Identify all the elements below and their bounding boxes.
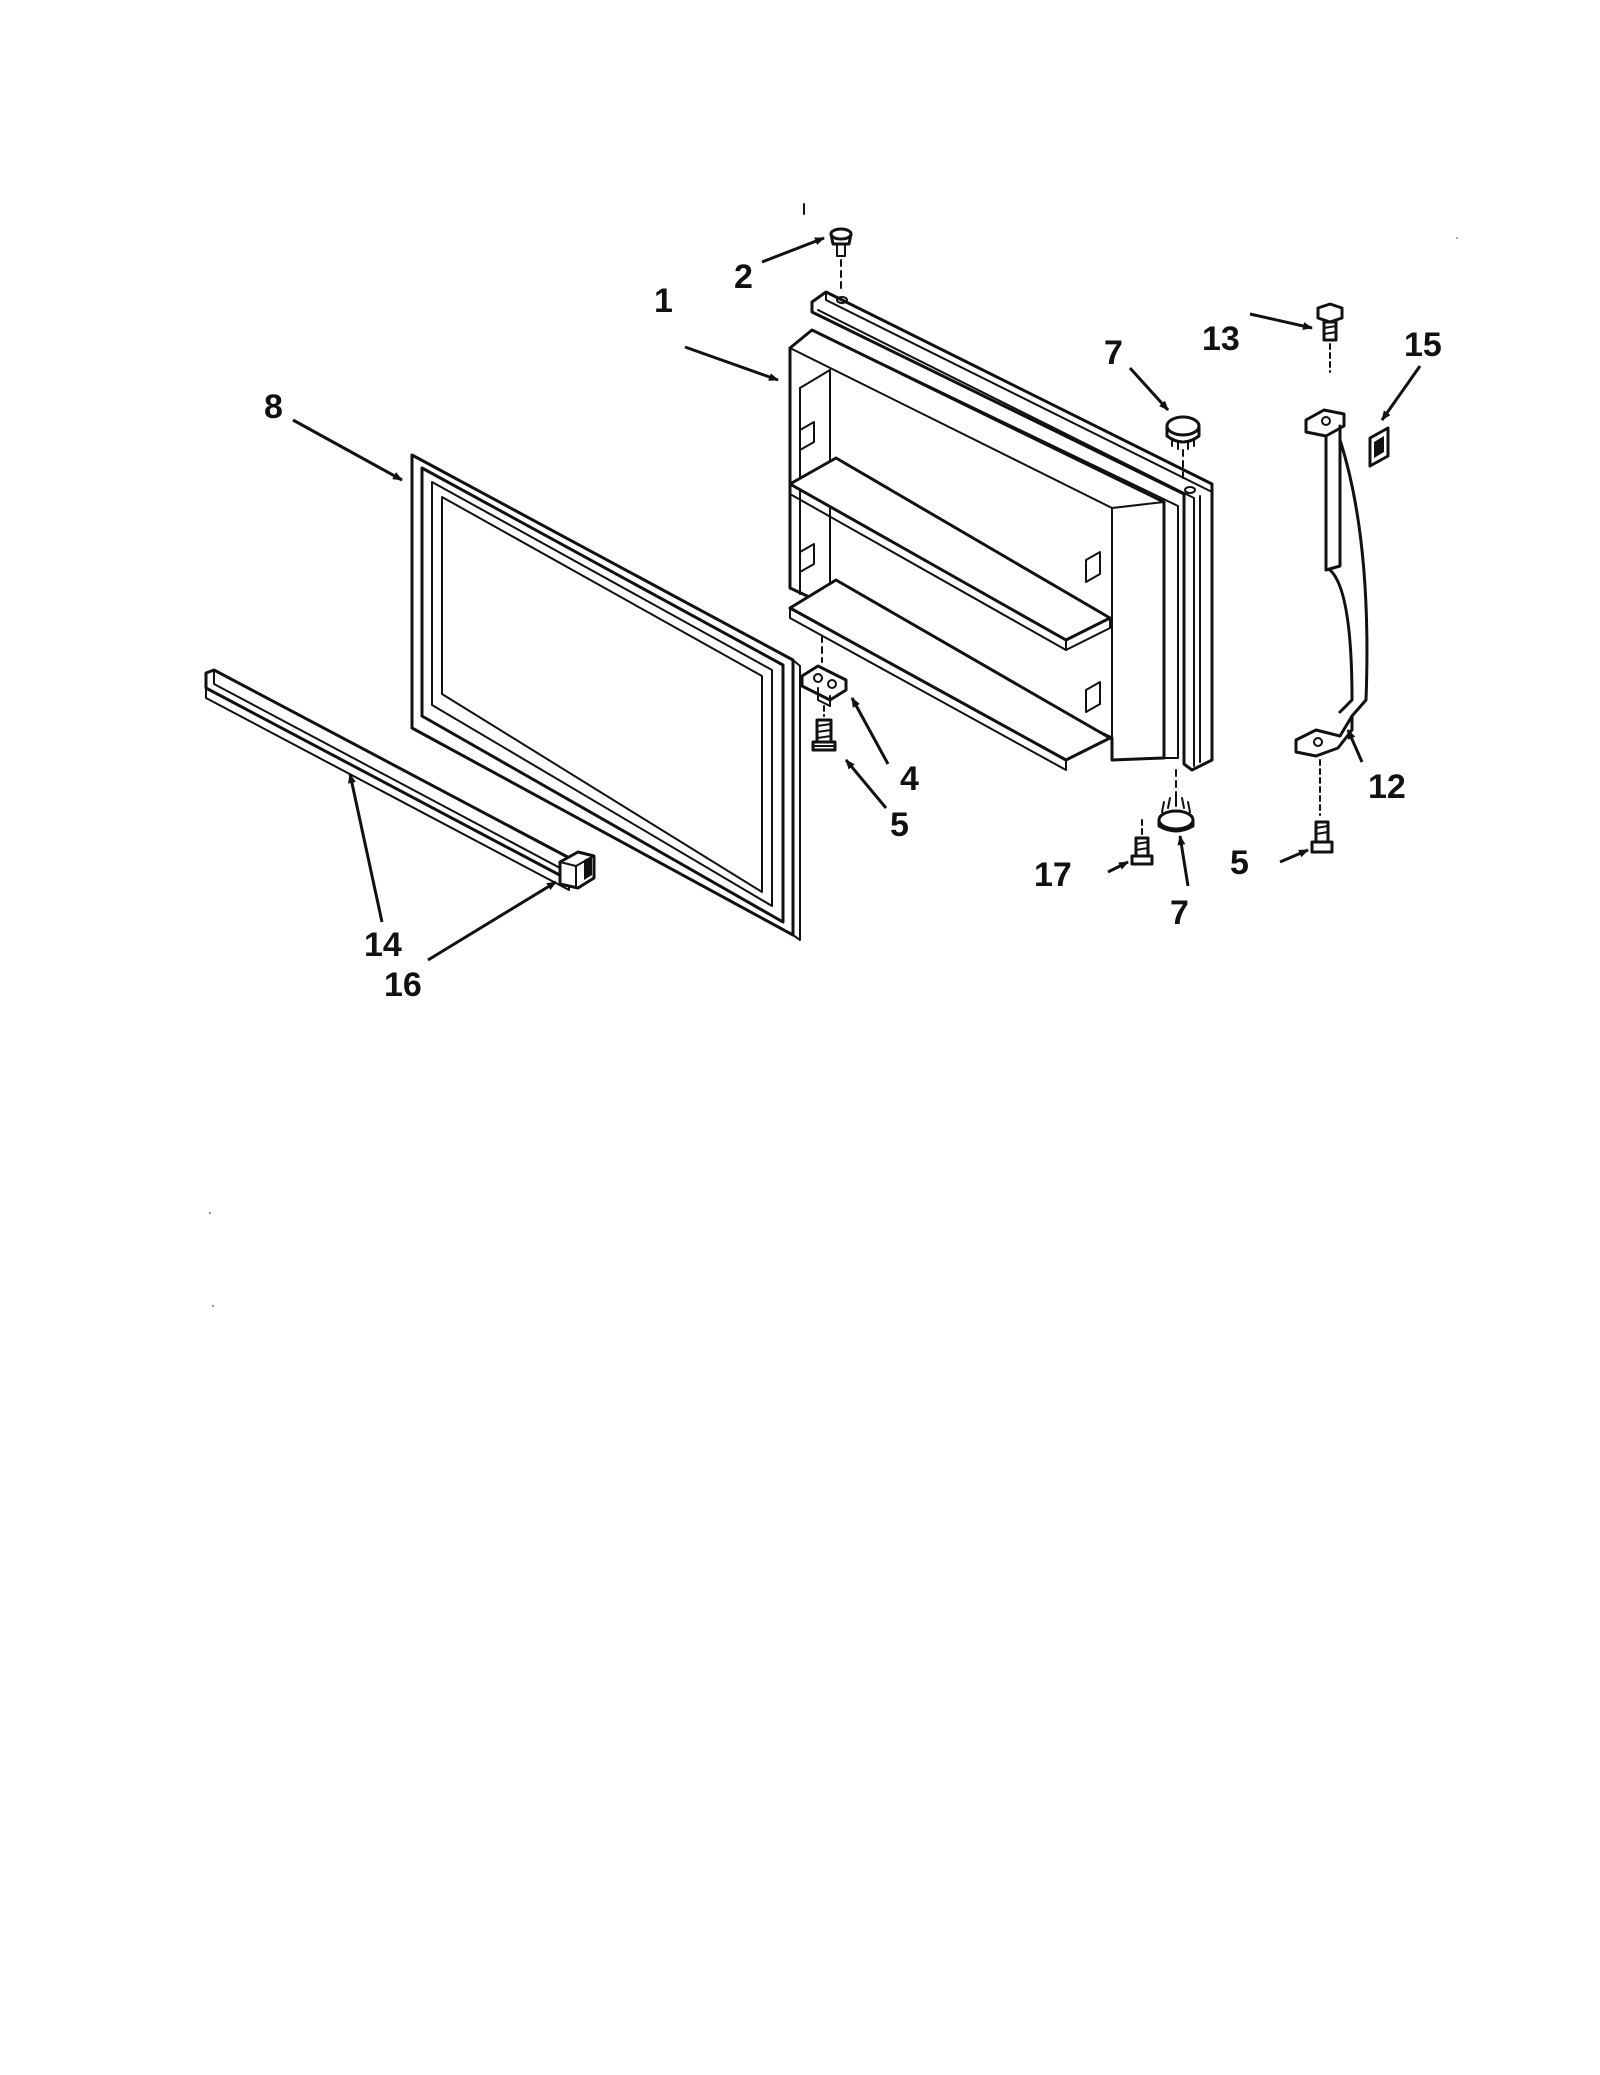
leader-17 xyxy=(1107,860,1129,874)
plug-button-upper-part xyxy=(1165,415,1201,481)
callout-13: 13 xyxy=(1202,320,1240,358)
callout-15: 15 xyxy=(1404,326,1442,364)
leader-5-right xyxy=(1279,848,1309,864)
leader-7-upper xyxy=(1128,366,1170,412)
callout-4: 4 xyxy=(900,760,919,798)
callout-1: 1 xyxy=(654,282,673,320)
leader-12 xyxy=(1346,729,1364,763)
handle-pad-part xyxy=(1368,426,1390,468)
end-cap-part xyxy=(558,850,596,890)
callout-14: 14 xyxy=(364,926,402,964)
door-assembly-part xyxy=(788,290,1214,772)
screw-right-part xyxy=(1310,820,1334,854)
callout-12: 12 xyxy=(1368,768,1406,806)
leader-lines xyxy=(292,236,1422,962)
leader-15 xyxy=(1380,365,1422,421)
door-pin-part xyxy=(803,203,853,293)
door-gasket-part xyxy=(410,453,801,941)
trim-strip-part xyxy=(204,668,579,891)
leader-8 xyxy=(292,418,403,482)
plug-button-lower-part xyxy=(1157,769,1195,833)
leader-7-lower xyxy=(1177,835,1190,887)
callout-7-upper: 7 xyxy=(1104,334,1123,372)
screw-left-part xyxy=(811,718,837,752)
leader-2 xyxy=(761,236,825,264)
leader-16 xyxy=(427,880,557,962)
leader-14 xyxy=(347,773,384,923)
callout-7-lower: 7 xyxy=(1170,894,1189,932)
hinge-bracket-part xyxy=(800,635,848,717)
callout-8: 8 xyxy=(264,388,283,426)
callout-17: 17 xyxy=(1034,856,1072,894)
leader-13 xyxy=(1249,312,1313,330)
callout-labels: 2 1 8 7 13 15 12 5 7 17 4 5 14 16 xyxy=(264,258,1442,1004)
leader-1 xyxy=(684,345,779,382)
callout-5-left: 5 xyxy=(890,806,909,844)
scan-specks xyxy=(209,237,1458,1307)
screw-17-part xyxy=(1130,819,1154,866)
callout-5-right: 5 xyxy=(1230,844,1249,882)
screw-13-part xyxy=(1316,302,1344,373)
leader-5-left xyxy=(844,759,888,809)
door-handle-part xyxy=(1294,408,1369,816)
callout-2: 2 xyxy=(734,258,753,296)
callout-16: 16 xyxy=(384,966,422,1004)
leader-4 xyxy=(850,697,890,765)
